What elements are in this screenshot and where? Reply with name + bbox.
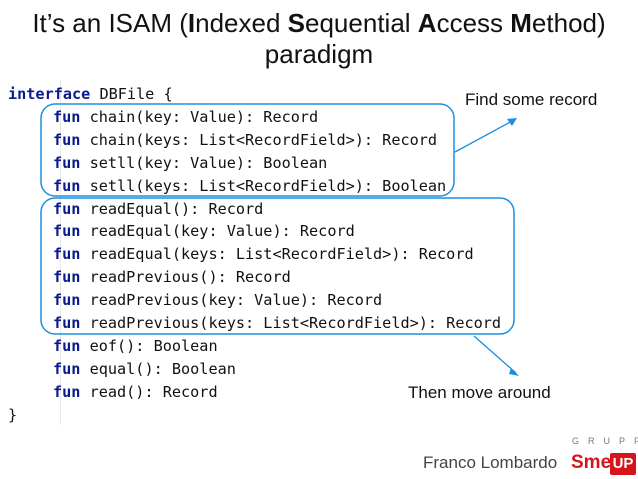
title-fragment: S (287, 8, 306, 38)
code-keyword: fun (53, 107, 81, 126)
code-text: chain(keys: List<RecordField>): Record (80, 130, 438, 149)
title-fragment: I (187, 8, 196, 38)
code-text: setll(key: Value): Boolean (80, 153, 328, 172)
author-name: Franco Lombardo (423, 453, 558, 472)
code-keyword: interface (8, 85, 91, 103)
code-line: fun readEqual(keys: List<RecordField>): … (53, 243, 474, 265)
title-fragment: ccess (436, 8, 511, 38)
code-line: fun chain(keys: List<RecordField>): Reco… (53, 129, 437, 151)
code-text: chain(key: Value): Record (80, 107, 319, 126)
code-text: readPrevious(keys: List<RecordField>): R… (80, 314, 502, 332)
code-line: fun readEqual(): Record (53, 198, 263, 220)
logo-up-badge: UP (610, 453, 636, 475)
code-keyword: fun (53, 382, 81, 401)
find-callout: Find some record (465, 90, 598, 109)
find-arrowhead (507, 118, 517, 126)
code-keyword: fun (53, 199, 81, 218)
find-arrow (454, 119, 515, 153)
title-fragment: ethod) (531, 8, 606, 38)
code-keyword: fun (53, 336, 81, 355)
code-keyword: fun (53, 268, 81, 287)
move-arrowhead (509, 368, 519, 376)
code-text: readPrevious(key: Value): Record (80, 291, 383, 310)
code-text: readEqual(key: Value): Record (80, 222, 355, 241)
logo-gruppo-text: GRUPPO (572, 436, 638, 446)
code-text: readPrevious(): Record (80, 268, 291, 287)
code-keyword: fun (53, 359, 81, 378)
code-keyword: fun (53, 176, 81, 195)
title-fragment: equential (305, 8, 418, 38)
find-group-highlight (40, 103, 455, 197)
code-keyword: fun (53, 314, 81, 332)
title-line-2: paradigm (264, 39, 374, 69)
code-line: fun setll(key: Value): Boolean (53, 152, 327, 174)
code-text: equal(): Boolean (80, 359, 236, 378)
logo-sme-text: Sme. (571, 452, 617, 473)
code-line: fun equal(): Boolean (53, 358, 236, 380)
code-text: read(): Record (80, 382, 218, 401)
code-line: fun readPrevious(key: Value): Record (53, 289, 382, 311)
code-text: readEqual(): Record (80, 199, 264, 218)
title-fragment: A (417, 8, 437, 38)
code-line: interface DBFile { (8, 83, 173, 105)
code-text: setll(keys: List<RecordField>): Boolean (80, 176, 447, 195)
title-fragment: It’s an ISAM ( (32, 8, 188, 38)
code-keyword: fun (53, 245, 81, 264)
title-line-1: It’s an ISAM (Indexed Sequential Access … (0, 8, 638, 39)
code-line: fun readEqual(key: Value): Record (53, 220, 355, 242)
code-line: } (8, 404, 17, 426)
code-text: } (8, 405, 18, 424)
code-keyword: fun (53, 291, 81, 310)
code-line: fun read(): Record (53, 381, 218, 403)
code-line: fun eof(): Boolean (53, 335, 218, 357)
move-callout: Then move around (408, 383, 551, 402)
code-text: eof(): Boolean (80, 336, 218, 355)
code-gutter-divider (60, 80, 61, 425)
code-keyword: fun (53, 130, 81, 149)
title-fragment: ndexed (195, 8, 288, 38)
code-text: DBFile { (90, 85, 173, 103)
code-line: fun setll(keys: List<RecordField>): Bool… (53, 175, 446, 197)
code-keyword: fun (53, 222, 81, 241)
move-group-highlight (40, 197, 515, 335)
slide-title: It’s an ISAM (Indexed Sequential Access … (0, 8, 638, 70)
code-line: fun chain(key: Value): Record (53, 106, 318, 128)
code-text: readEqual(keys: List<RecordField>): Reco… (80, 245, 474, 264)
code-line: fun readPrevious(keys: List<RecordField>… (53, 312, 501, 334)
code-keyword: fun (53, 153, 81, 172)
code-line: fun readPrevious(): Record (53, 266, 291, 288)
title-fragment: M (510, 8, 532, 38)
move-arrow (473, 335, 517, 374)
